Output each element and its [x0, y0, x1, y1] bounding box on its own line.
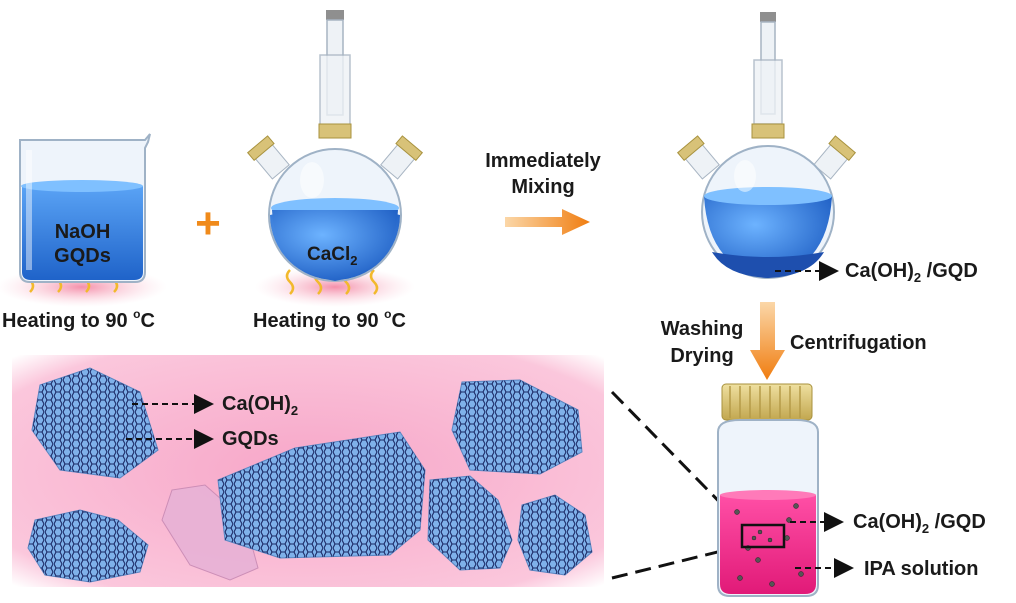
beaker-label: NaOH GQDs: [22, 220, 143, 268]
product-top-b: /GQD: [921, 260, 978, 282]
mixing-text: Mixing: [511, 176, 575, 198]
cacl2-label: CaCl2: [307, 245, 358, 267]
gqds-inset-label: GQDs: [222, 428, 279, 450]
jar-ipa: [717, 383, 819, 597]
jar-product-a: Ca(OH): [853, 511, 922, 533]
washing-text: Washing: [660, 318, 744, 340]
flake-6: [517, 494, 593, 576]
flask-cacl2: [246, 10, 424, 282]
heating-label-1: Heating to 90 oC: [2, 308, 155, 331]
mixing-arrow: [505, 209, 590, 235]
caoh-inset-text: Ca(OH): [222, 393, 291, 415]
plus-sign: +: [195, 199, 221, 248]
product-top-a: Ca(OH): [845, 260, 914, 282]
flake-5: [427, 475, 513, 571]
heating-text-1: Heating to 90: [2, 310, 134, 332]
centrifugation-label: Centrifugation: [790, 332, 927, 354]
jar-product-sub: 2: [921, 521, 930, 536]
product-top-sub: 2: [913, 270, 922, 285]
cacl-sub: 2: [350, 253, 358, 268]
flake-3: [27, 509, 149, 583]
flake-4-large: [217, 431, 426, 559]
degree-sup-1: o: [133, 307, 141, 321]
washing-drying-label: Washing Drying: [650, 316, 754, 370]
flake-caoh-gqds-1: [31, 367, 159, 479]
gqds-beaker-label: GQDs: [54, 245, 111, 267]
mixing-label: Immediately Mixing: [468, 148, 618, 200]
beaker-naoh-gqds: [19, 133, 151, 283]
degree-unit-2: C: [391, 310, 406, 332]
cacl-text: CaCl: [307, 244, 351, 265]
jar-product-label: Ca(OH)2 /GQD: [853, 512, 986, 535]
flask-product: [676, 12, 857, 279]
drying-text: Drying: [670, 345, 734, 367]
degree-unit-1: C: [140, 310, 155, 332]
washing-arrow: [750, 302, 785, 380]
ipa-label: IPA solution: [864, 558, 979, 580]
heating-text-2: Heating to 90: [253, 310, 385, 332]
caoh-inset-sub: 2: [290, 403, 299, 418]
jar-zoom-box: [740, 523, 786, 549]
flake-2: [451, 379, 583, 475]
immediately-text: Immediately: [485, 150, 601, 172]
product-top-label: Ca(OH)2 /GQD: [845, 261, 978, 284]
caoh-inset-label: Ca(OH)2: [222, 394, 298, 417]
naoh-label: NaOH: [54, 221, 111, 243]
jar-product-b: /GQD: [929, 511, 986, 533]
heat-glow-flask: [255, 267, 415, 307]
heating-label-2: Heating to 90 oC: [253, 308, 406, 331]
degree-sup-2: o: [384, 307, 392, 321]
flake-pink: [161, 484, 259, 581]
